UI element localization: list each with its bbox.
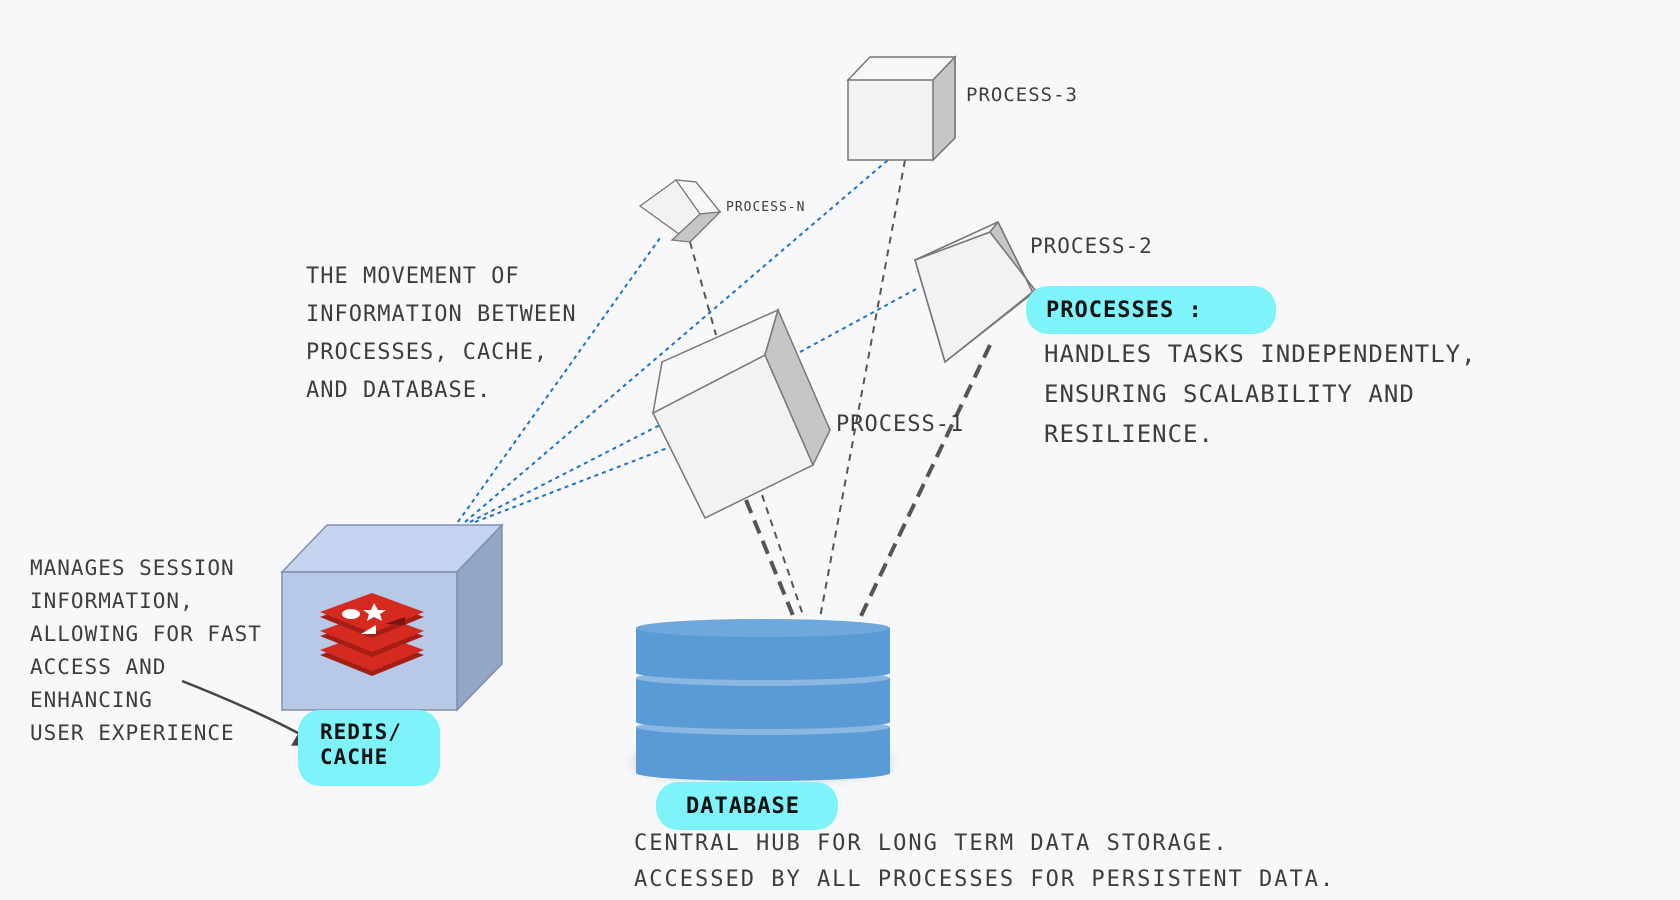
link-cache-process-2 [799,287,919,353]
processes-heading: PROCESSES : [1026,286,1276,334]
process-1-label: PROCESS-1 [836,412,965,437]
link-cache-process-n [457,237,661,523]
database-description: CENTRAL HUB FOR LONG TERM DATA STORAGE. … [634,831,1336,892]
link-cache-process-1a [469,424,661,523]
link-db-process-n [689,241,717,336]
link-db-process-2 [858,344,992,619]
process-2-label: PROCESS-2 [1030,234,1153,258]
database-process-links [689,159,992,619]
cache-label: REDIS/ CACHE [298,710,440,786]
link-db-process-1b [761,494,805,619]
cache-description: MANAGES SESSION INFORMATION, ALLOWING FO… [30,556,262,745]
process-1-cube[interactable] [651,307,831,520]
link-cache-process-1b [474,446,671,523]
process-n-cube[interactable] [638,179,722,243]
process-2-cube[interactable] [914,220,1037,364]
redis-logo-icon [320,593,424,676]
process-3-cube[interactable] [846,55,957,162]
database-label: DATABASE [656,782,838,830]
cache-process-links [457,159,919,523]
process-3-label: PROCESS-3 [966,84,1078,106]
database-cylinder[interactable] [632,619,892,781]
movement-note: THE MOVEMENT OF INFORMATION BETWEEN PROC… [306,264,577,403]
process-n-label: PROCESS-n [726,200,806,215]
processes-description: HANDLES TASKS INDEPENDENTLY, ENSURING SC… [1044,340,1477,448]
link-db-process-1a [744,499,796,619]
